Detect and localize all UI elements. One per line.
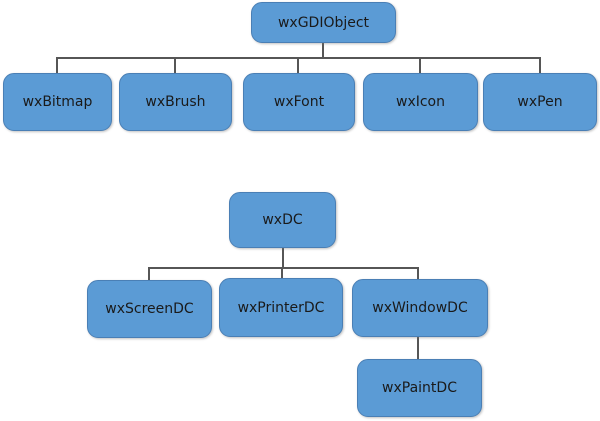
node-label-wxwindowdc: wxWindowDC — [372, 300, 468, 316]
connector-stub-wxprinterdc — [281, 267, 283, 279]
connector-bottom-horizontal — [148, 267, 419, 269]
node-wxbitmap: wxBitmap — [3, 73, 112, 131]
node-wxgdiobject: wxGDIObject — [251, 2, 396, 43]
connector-stub-wxbrush — [174, 57, 176, 74]
connector-stub-wxbitmap — [56, 57, 58, 74]
node-wxpaintdc: wxPaintDC — [357, 359, 482, 417]
node-label-wxgdiobject: wxGDIObject — [277, 14, 370, 31]
node-wxpen: wxPen — [483, 73, 597, 131]
node-label-wxbrush: wxBrush — [145, 94, 206, 110]
node-wxwindowdc: wxWindowDC — [352, 279, 488, 337]
node-wxicon: wxIcon — [363, 73, 478, 131]
node-label-wxfont: wxFont — [273, 94, 325, 110]
connector-wxdc-stem — [282, 248, 284, 269]
node-label-wxprinterdc: wxPrinterDC — [237, 299, 325, 316]
connector-stub-wxpen — [539, 57, 541, 74]
node-label-wxdc: wxDC — [262, 212, 303, 228]
connector-stub-wxscreendc — [148, 267, 150, 281]
node-label-wxpaintdc: wxPaintDC — [382, 380, 457, 396]
node-wxprinterdc: wxPrinterDC — [219, 278, 343, 337]
connector-stub-wxfont — [297, 57, 299, 74]
connector-stub-wxwindowdc — [417, 267, 419, 280]
node-wxbrush: wxBrush — [119, 73, 232, 131]
connector-stub-wxicon — [419, 57, 421, 74]
connector-wxgdiobject-stem — [322, 43, 324, 58]
node-wxfont: wxFont — [243, 73, 355, 131]
node-label-wxpen: wxPen — [517, 94, 563, 110]
node-wxscreendc: wxScreenDC — [87, 280, 212, 338]
connector-wxwindowdc-wxpaintdc — [417, 337, 419, 360]
node-label-wxicon: wxIcon — [396, 94, 445, 110]
node-wxdc: wxDC — [229, 192, 336, 248]
node-label-wxscreendc: wxScreenDC — [105, 301, 194, 317]
node-label-wxbitmap: wxBitmap — [22, 94, 93, 110]
